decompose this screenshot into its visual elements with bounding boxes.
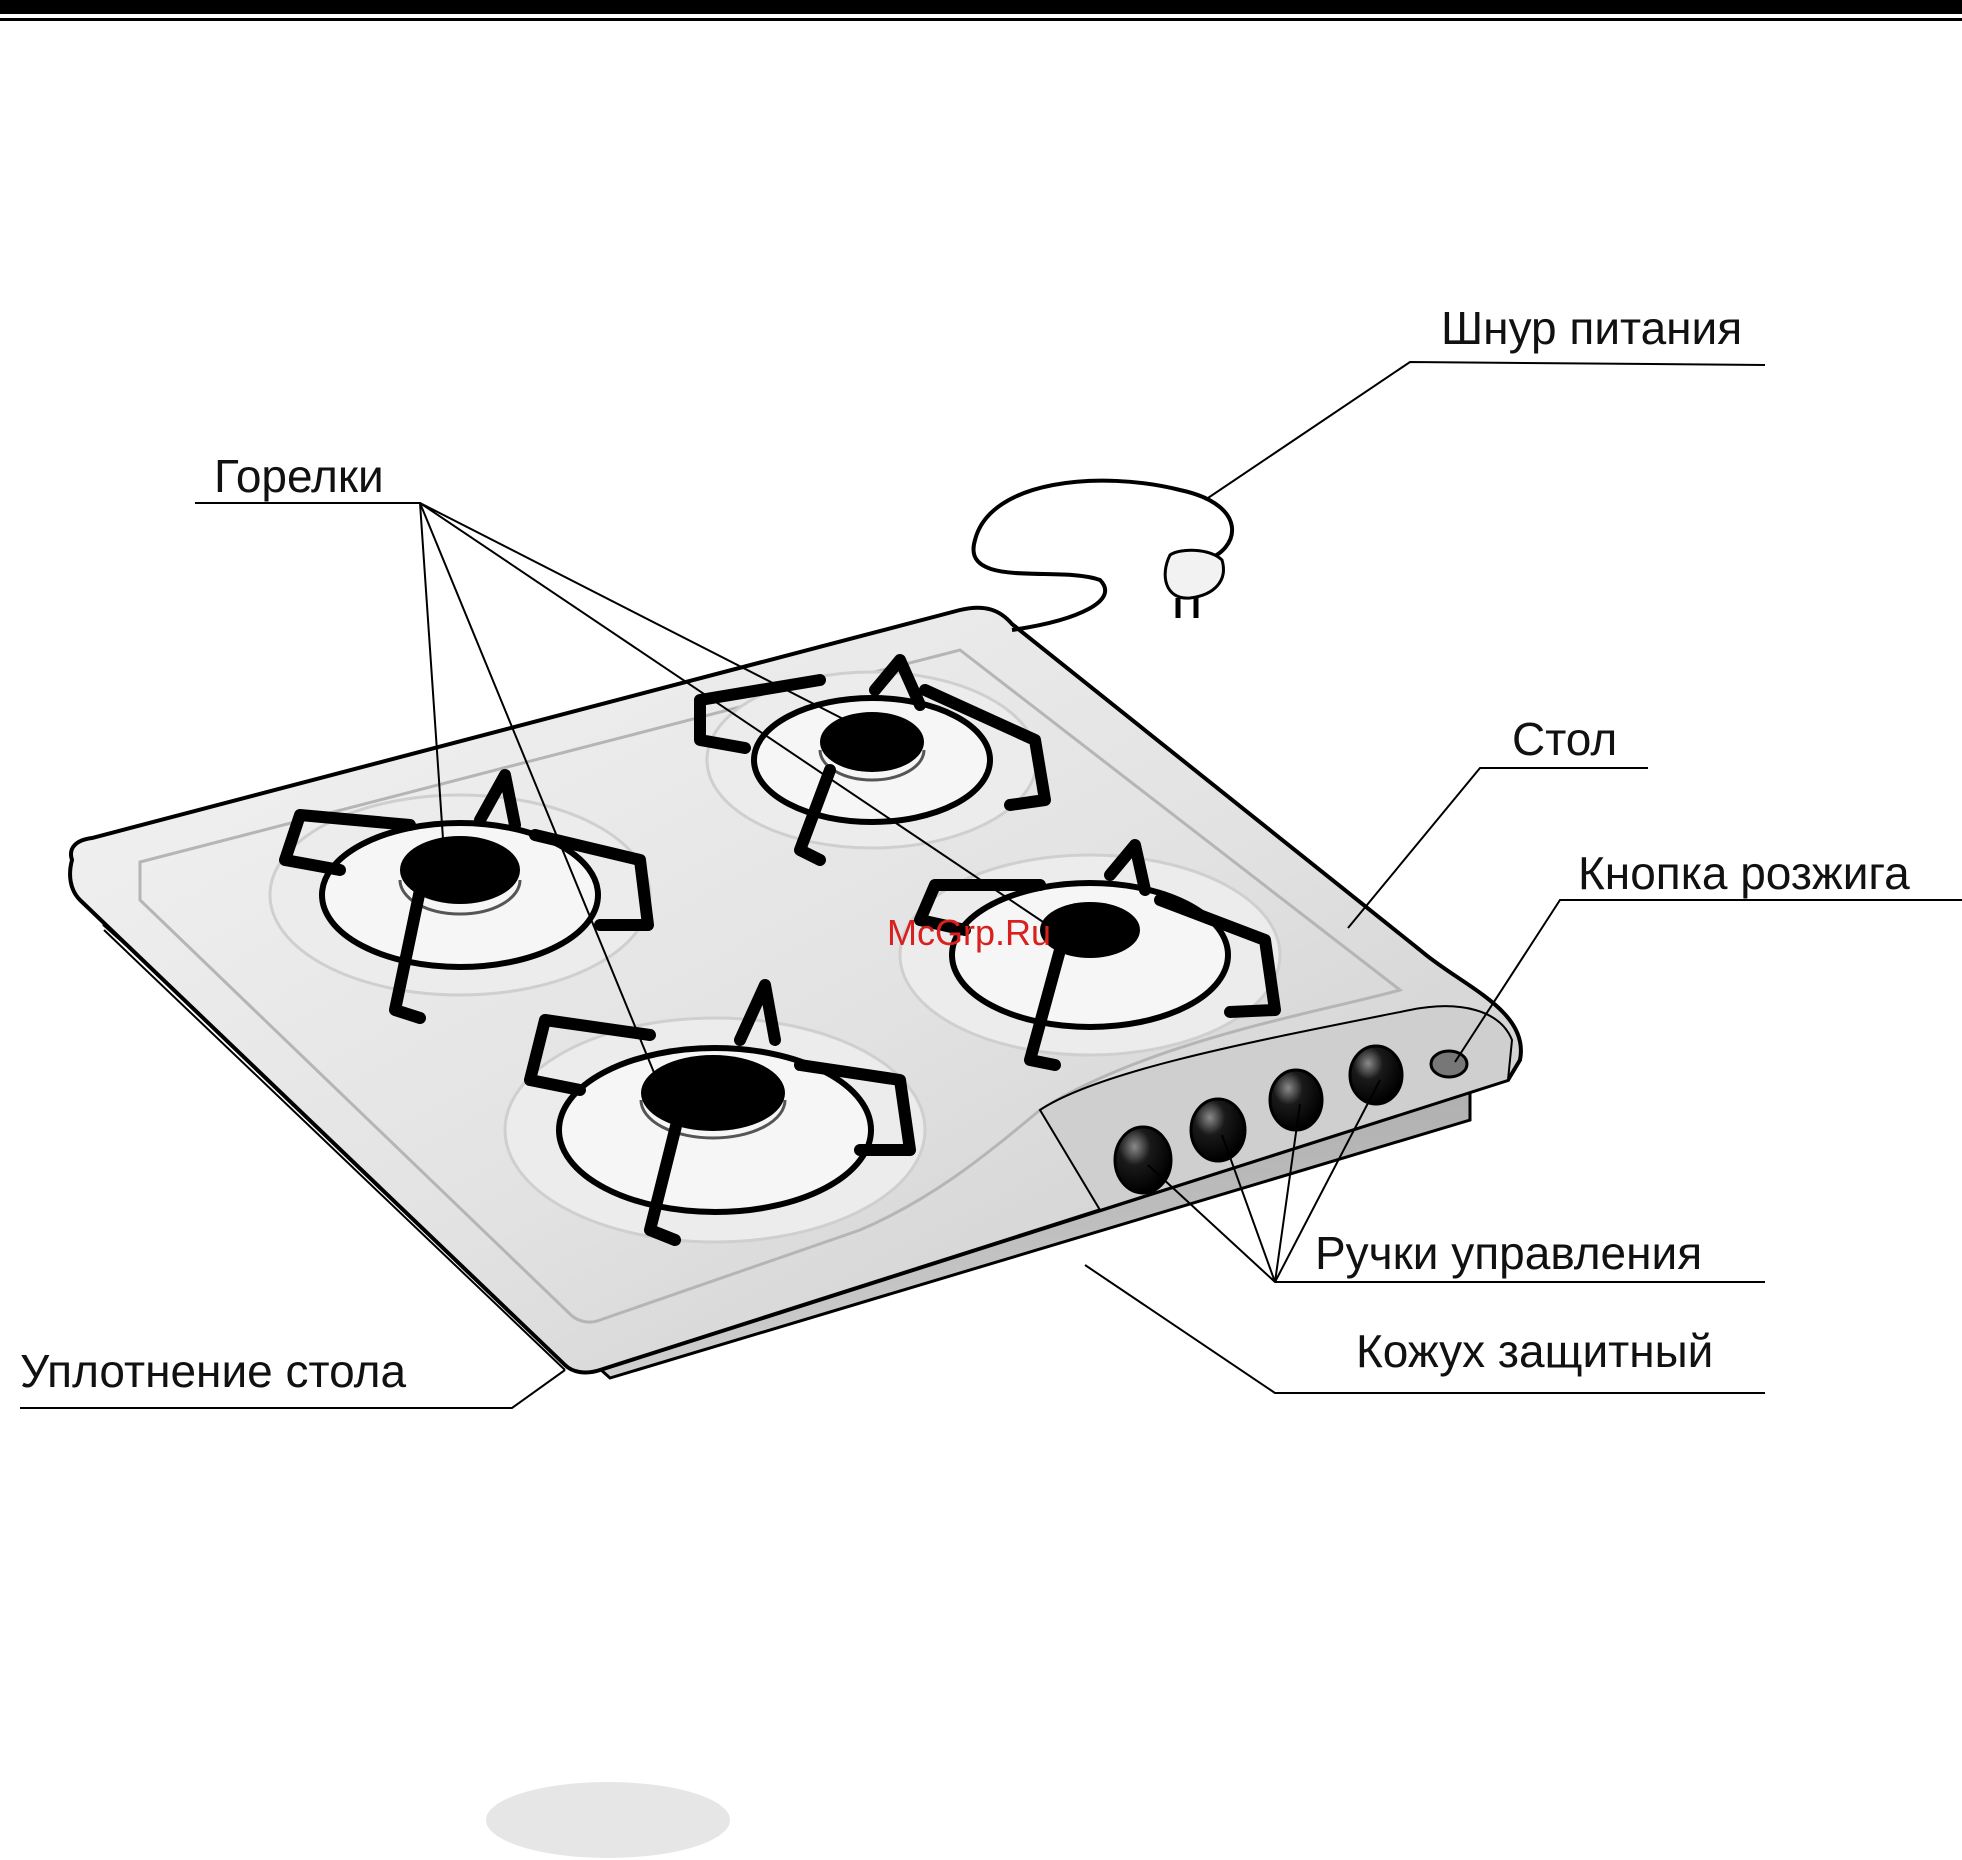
knob-2 (1191, 1099, 1245, 1161)
label-power-cord: Шнур питания (1441, 305, 1742, 351)
knob-1 (1115, 1127, 1171, 1193)
ignition-button (1431, 1051, 1467, 1077)
label-burners: Горелки (214, 453, 384, 499)
knob-4 (1350, 1046, 1402, 1104)
power-cord (973, 481, 1232, 630)
label-table-seal: Уплотнение стола (20, 1348, 406, 1394)
label-ignition-button: Кнопка розжига (1578, 850, 1910, 896)
leader-power-cord (1205, 362, 1765, 500)
leader-ignition (1455, 900, 1962, 1062)
watermark: McGrp.Ru (887, 915, 1051, 951)
page-number-oval (486, 1782, 730, 1858)
label-protective-casing: Кожух защитный (1356, 1328, 1713, 1374)
knob-3 (1270, 1070, 1322, 1130)
label-table: Стол (1512, 716, 1617, 762)
label-control-knobs: Ручки управления (1315, 1230, 1702, 1276)
